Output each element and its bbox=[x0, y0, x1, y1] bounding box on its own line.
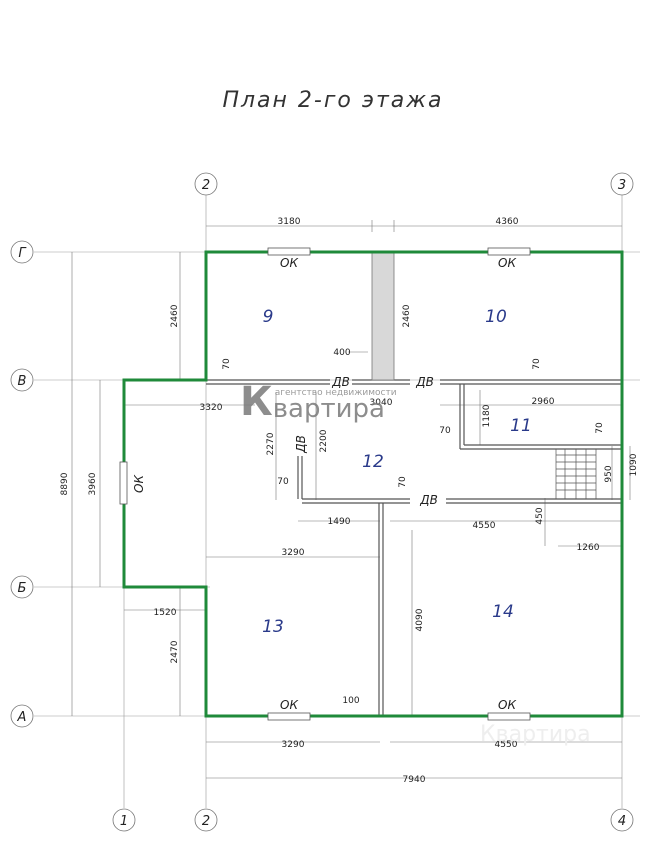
door-label-vertical: ДВ bbox=[294, 435, 308, 454]
axis-label-bottom-4: 4 bbox=[618, 814, 626, 829]
watermark: Квартира bbox=[480, 722, 591, 747]
dim-70-a: 70 bbox=[222, 358, 232, 370]
dim-70-e: 70 bbox=[277, 477, 289, 487]
chimney-block bbox=[371, 251, 395, 381]
window-label-room9: ОК bbox=[280, 256, 298, 270]
room-number-13: 13 bbox=[262, 617, 284, 637]
dim-4360: 4360 bbox=[496, 217, 519, 227]
window-label-room13: ОК bbox=[280, 698, 298, 712]
door-label-room14: ДВ bbox=[419, 493, 438, 507]
dim-2270: 2270 bbox=[266, 432, 276, 455]
dim-7940: 7940 bbox=[403, 775, 426, 785]
window-label-left: ОК bbox=[132, 475, 146, 493]
dim-70-c: 70 bbox=[439, 426, 451, 436]
axis-label-g: Г bbox=[18, 246, 27, 261]
dim-2200: 2200 bbox=[319, 429, 329, 452]
dim-1260: 1260 bbox=[577, 543, 600, 553]
axis-label-b: Б bbox=[18, 581, 27, 596]
dimension-lines bbox=[71, 220, 631, 779]
door-label-room10: ДВ bbox=[415, 375, 434, 389]
axis-bubble-top-3 bbox=[610, 172, 634, 196]
dim-1180: 1180 bbox=[482, 404, 492, 427]
dim-4550-mid: 4550 bbox=[473, 521, 496, 531]
room-number-10: 10 bbox=[485, 307, 507, 327]
room-number-12: 12 bbox=[362, 452, 384, 472]
window-markers bbox=[119, 247, 531, 721]
dim-1090: 1090 bbox=[629, 453, 639, 476]
dim-950: 950 bbox=[604, 465, 614, 482]
dim-4550-bottom: 4550 bbox=[495, 740, 518, 750]
axis-label-a: А bbox=[17, 710, 27, 725]
dim-70-d: 70 bbox=[595, 422, 605, 434]
axis-bubble-top-2 bbox=[194, 172, 218, 196]
plan-title: План 2-го этажа bbox=[222, 88, 444, 113]
logo-text: агентство недвижимости вартира bbox=[273, 382, 397, 424]
dim-3320: 3320 bbox=[200, 403, 223, 413]
dim-4090: 4090 bbox=[415, 608, 425, 631]
axis-bubble-bottom-4 bbox=[610, 808, 634, 832]
dim-3960: 3960 bbox=[88, 472, 98, 495]
dim-3180: 3180 bbox=[278, 217, 301, 227]
dim-1520: 1520 bbox=[154, 608, 177, 618]
dim-3290-top: 3290 bbox=[282, 548, 305, 558]
dim-70-f: 70 bbox=[398, 476, 408, 488]
room-number-14: 14 bbox=[492, 602, 514, 622]
window-label-room10: ОК bbox=[498, 256, 516, 270]
door-label-room9: ДВ bbox=[331, 375, 350, 389]
dim-3290-bottom: 3290 bbox=[282, 740, 305, 750]
axis-bubble-g bbox=[10, 240, 34, 264]
dim-2460-mid: 2460 bbox=[402, 304, 412, 327]
axis-label-top-3: 3 bbox=[618, 178, 626, 193]
exterior-outline bbox=[122, 250, 624, 718]
dim-450: 450 bbox=[535, 507, 545, 524]
axis-label-v: В bbox=[18, 374, 27, 389]
axis-bubble-bottom-2 bbox=[194, 808, 218, 832]
dim-400: 400 bbox=[333, 348, 350, 358]
axis-label-bottom-1: 1 bbox=[120, 814, 128, 829]
dim-1490: 1490 bbox=[328, 517, 351, 527]
interior-walls bbox=[206, 379, 622, 716]
dim-2470: 2470 bbox=[170, 640, 180, 663]
dim-8890: 8890 bbox=[60, 472, 70, 495]
logo-mark: К bbox=[240, 379, 273, 425]
stairs bbox=[555, 448, 597, 500]
logo-tagline: агентство недвижимости bbox=[274, 388, 397, 398]
dim-2960: 2960 bbox=[532, 397, 555, 407]
dim-2460-left: 2460 bbox=[170, 304, 180, 327]
room-number-9: 9 bbox=[263, 307, 274, 327]
axis-label-bottom-2: 2 bbox=[202, 814, 210, 829]
axis-bubbles bbox=[10, 172, 634, 832]
axis-bubble-v bbox=[10, 368, 34, 392]
agency-logo: К агентство недвижимости вартира bbox=[240, 382, 397, 424]
room-number-11: 11 bbox=[510, 416, 532, 436]
dim-70-b: 70 bbox=[532, 358, 542, 370]
axis-bubble-a bbox=[10, 704, 34, 728]
window-label-room14: ОК bbox=[498, 698, 516, 712]
axis-label-top-2: 2 bbox=[202, 178, 210, 193]
dim-3040: 3040 bbox=[370, 398, 393, 408]
dim-100: 100 bbox=[342, 696, 359, 706]
logo-word: вартира bbox=[272, 394, 385, 424]
axis-bubble-bottom-1 bbox=[112, 808, 136, 832]
axis-bubble-b bbox=[10, 575, 34, 599]
